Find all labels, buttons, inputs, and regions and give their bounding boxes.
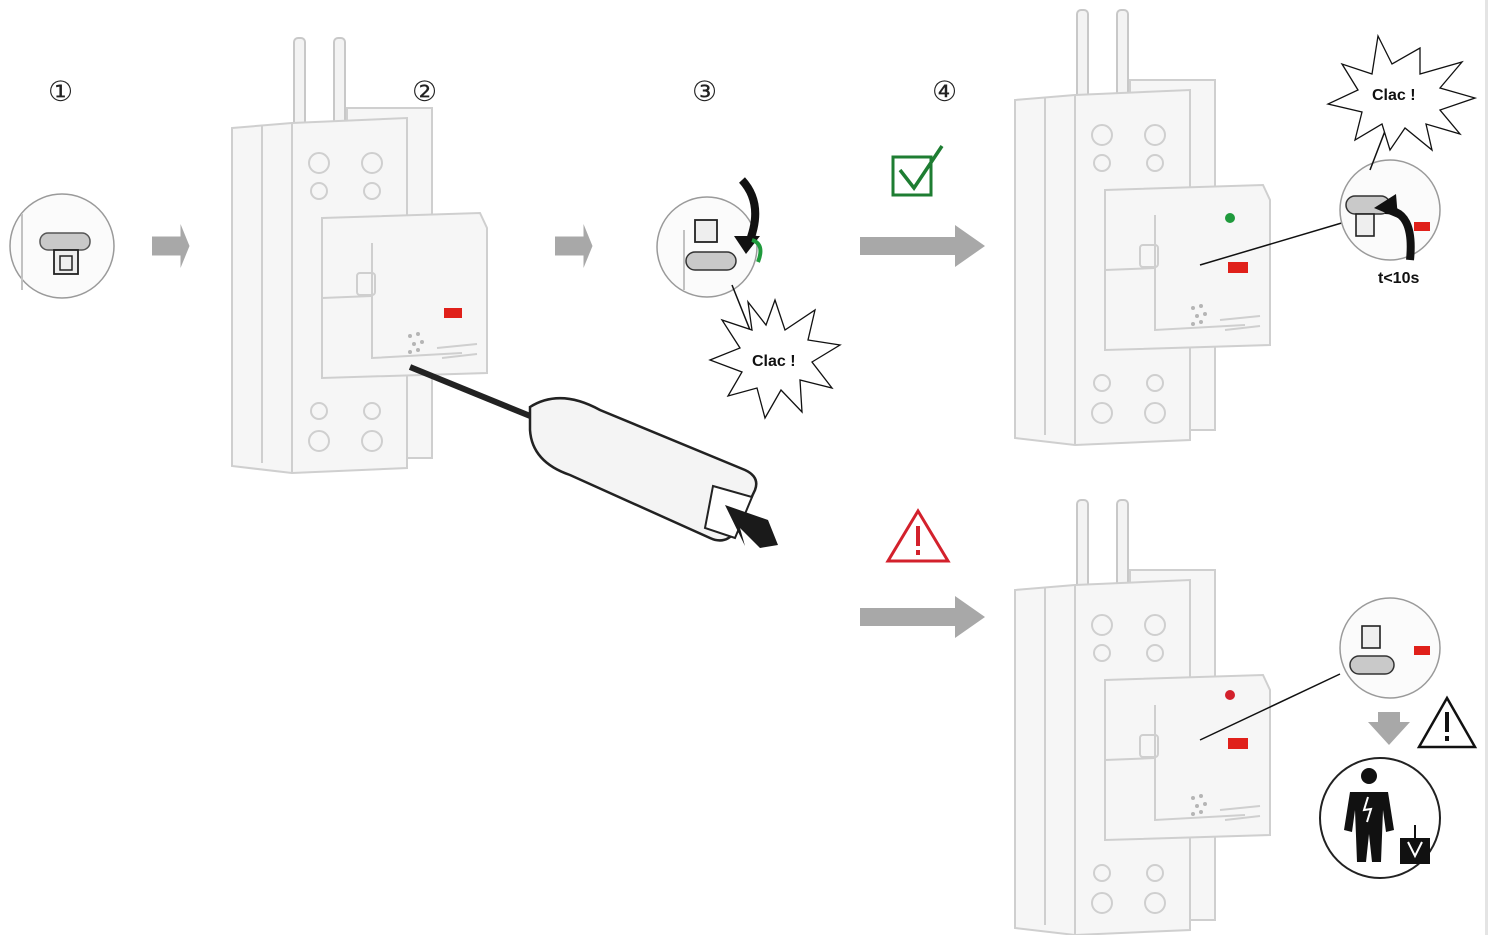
caution-triangle-icon <box>1416 695 1478 749</box>
step-3-number: ③ <box>692 75 717 108</box>
step-4-clac-burst: Clac ! <box>1326 33 1478 152</box>
step-3-toggle-zoom <box>656 177 763 298</box>
step-4-clac-label: Clac ! <box>1372 87 1416 104</box>
step-4-ok-breaker <box>1014 9 1271 446</box>
screwdriver <box>408 364 778 548</box>
step-2-number: ② <box>412 75 437 108</box>
down-arrow-fault-icon <box>1368 712 1410 745</box>
step-3-clac-label: Clac ! <box>752 353 796 370</box>
step-4-number: ④ <box>932 75 957 108</box>
step-1-toggle-zoom <box>9 193 115 299</box>
red-led <box>1225 690 1235 700</box>
electrician-icon <box>1319 757 1441 879</box>
arrow-to-fault-outcome <box>860 596 985 638</box>
arrow-to-ok-outcome <box>860 225 985 267</box>
ok-trip-flag <box>1228 262 1248 273</box>
step-1-number: ① <box>48 75 73 108</box>
step-2-trip-flag <box>444 308 462 318</box>
step-2-breaker <box>231 37 488 474</box>
arrow-2-to-3 <box>555 223 593 269</box>
step-4-fault-breaker <box>1014 499 1271 935</box>
green-led <box>1225 213 1235 223</box>
up-arrow-icon <box>1374 194 1398 218</box>
arrow-1-to-2 <box>152 223 190 269</box>
page-edge-divider <box>1485 0 1488 935</box>
ok-toggle-zoom <box>1339 159 1441 261</box>
warning-triangle-icon <box>885 508 951 563</box>
timing-label: t<10s <box>1378 270 1419 287</box>
push-arrow-icon <box>725 505 778 548</box>
fault-toggle-zoom <box>1339 597 1441 699</box>
fault-trip-flag <box>1228 738 1248 749</box>
check-box-icon <box>891 145 944 197</box>
step-3-clac-burst: Clac ! <box>708 298 842 420</box>
